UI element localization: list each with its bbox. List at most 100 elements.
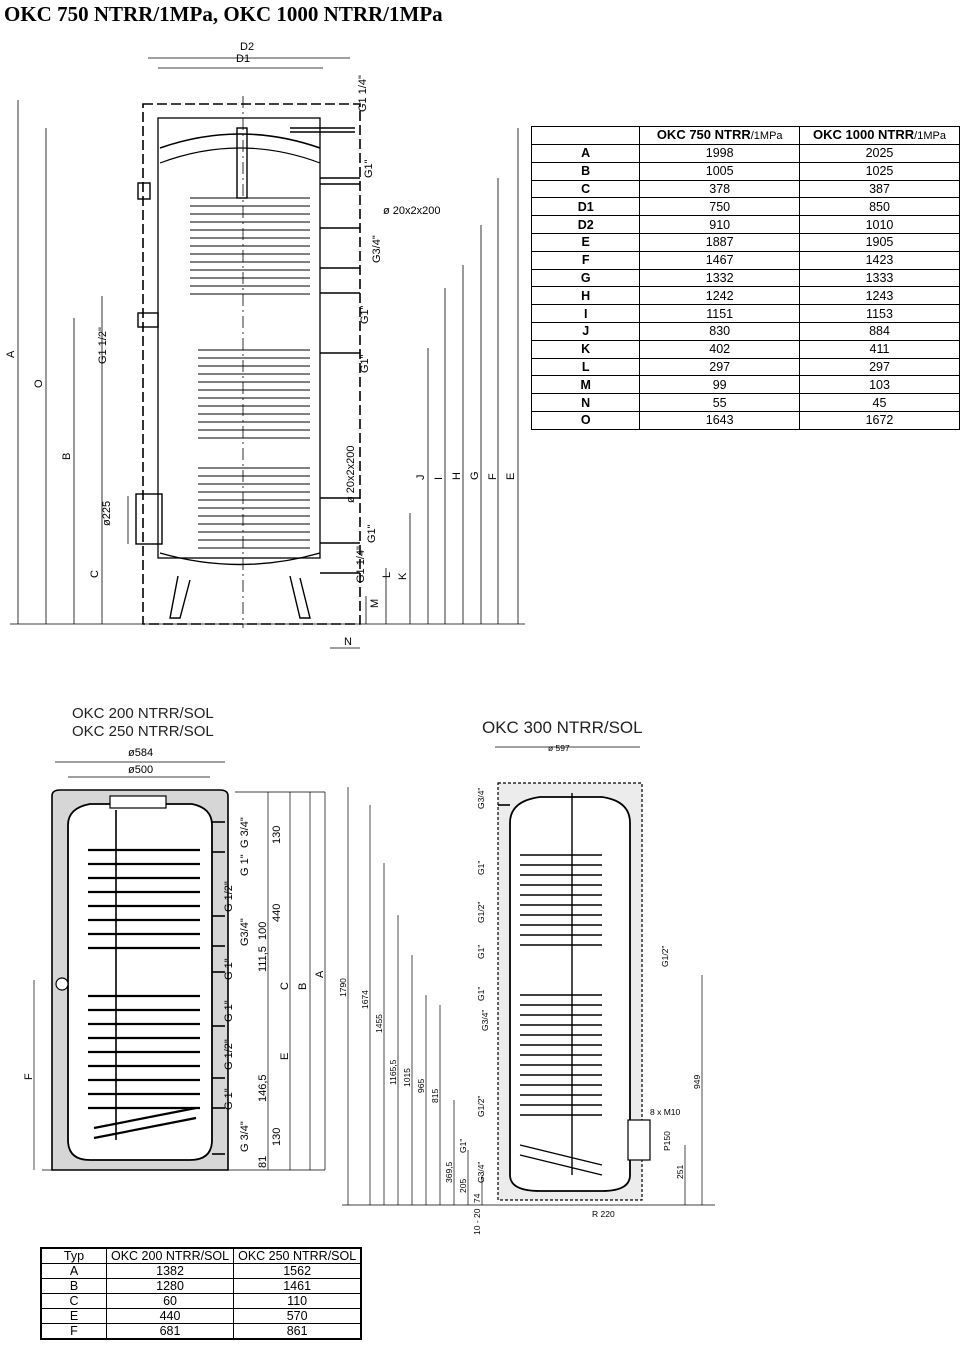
dim-label: D2 (240, 41, 254, 53)
table-cell: 1887 (639, 232, 800, 252)
dim-label: C (89, 570, 101, 578)
table-cell: 297 (798, 357, 960, 377)
table-cell: 1333 (798, 268, 960, 288)
dim-label: I (433, 477, 445, 480)
dim-label: F (23, 1073, 35, 1080)
table-header-200: OKC 200 NTRR/SOL (105, 1247, 235, 1264)
dim-label: 815 (430, 1089, 440, 1103)
table-cell: 110 (233, 1293, 362, 1309)
dim-label: 130 (271, 826, 283, 844)
okc750-drawing: D2 D1 G1 1/4" G1" ø 20x2x200 G3/4" G1" G… (5, 41, 525, 649)
table-cell: B (530, 161, 641, 181)
dim-label: G1" (363, 159, 375, 178)
table-cell: F (530, 250, 641, 270)
dim-label: G1 1/4" (357, 75, 369, 112)
okc200-drawing: OKC 200 NTRR/SOL OKC 250 NTRR/SOL (23, 705, 326, 1171)
table-cell: E (530, 232, 641, 252)
dim-label: G3/4" (371, 235, 383, 263)
table-cell: 103 (798, 375, 960, 395)
drawing-title-250: OKC 250 NTRR/SOL (72, 723, 214, 740)
dim-label: B (61, 453, 73, 460)
table-cell: K (530, 339, 641, 359)
dim-label: ø225 (101, 501, 113, 526)
conn-label: G1" (476, 861, 486, 875)
dim-label: ø 20x2x200 (383, 205, 440, 217)
table-cell: M (530, 375, 641, 395)
dim-label: 10 - 20 (472, 1208, 482, 1235)
dim-label: ø584 (128, 747, 153, 759)
table-cell: 45 (798, 393, 960, 412)
dim-label: R 220 (592, 1209, 615, 1219)
dim-label: 74 (472, 1193, 482, 1203)
dim-label: C (279, 982, 291, 990)
dim-label: 1674 (360, 990, 370, 1009)
dim-label: G1 1/2" (97, 327, 109, 364)
dim-label: G1 1/4" (355, 546, 367, 583)
dim-label: 1790 (340, 978, 348, 997)
dim-label: ø500 (128, 764, 153, 776)
table-cell: L (530, 357, 641, 377)
table-cell: C (40, 1293, 107, 1309)
table-cell: 378 (639, 179, 800, 199)
conn-label: G 1/2" (223, 1039, 235, 1070)
conn-label: G 1" (239, 854, 251, 876)
dim-label: P150 (662, 1131, 672, 1151)
dim-label: N (344, 636, 352, 648)
dim-label: L (381, 572, 393, 578)
table-cell: 830 (639, 321, 800, 341)
conn-label: G1/2" (476, 902, 486, 923)
dim-label: 949 (692, 1075, 702, 1089)
table-cell: 402 (639, 339, 800, 359)
table-cell: 60 (105, 1293, 235, 1309)
table-cell: D2 (530, 215, 641, 234)
dim-label: 111,5 (257, 946, 269, 972)
table-cell: O (530, 410, 641, 430)
dim-label: E (279, 1053, 291, 1060)
table-cell: 1153 (798, 304, 960, 323)
conn-label: G3/4" (476, 788, 486, 809)
dim-label: 440 (271, 904, 283, 922)
table-cell: 681 (105, 1323, 235, 1340)
table-cell: 440 (105, 1308, 235, 1324)
table-cell: I (530, 304, 641, 323)
table-cell: 1005 (639, 161, 800, 181)
table-header-typ: Typ (40, 1247, 107, 1264)
dim-label: F (487, 473, 499, 480)
table-cell: 99 (639, 375, 800, 395)
table-header-750: OKC 750 NTRR/1MPa (639, 126, 800, 145)
table-cell: C (530, 179, 641, 199)
table-cell: 411 (798, 339, 960, 359)
dim-label: G1" (359, 354, 371, 373)
dim-label: M (369, 599, 381, 608)
table-cell: 850 (798, 197, 960, 217)
conn-label: G 3/4" (239, 817, 251, 848)
table-cell: N (530, 393, 641, 412)
dim-label: 1015 (402, 1068, 412, 1087)
dim-label: A (314, 970, 326, 978)
conn-label: G3/4" (476, 1162, 486, 1183)
conn-label: G1" (458, 1139, 468, 1153)
dim-label: 251 (675, 1165, 685, 1179)
dim-label: E (505, 473, 517, 480)
dim-label: ø 597 (548, 743, 570, 753)
okc300-drawing: OKC 300 NTRR/SOL (340, 718, 715, 1235)
table-cell: 910 (639, 215, 800, 234)
page-title: OKC 750 NTRR/1MPa, OKC 1000 NTRR/1MPa (4, 2, 443, 26)
dim-label: D1 (236, 53, 250, 65)
dim-label: G (469, 471, 481, 480)
